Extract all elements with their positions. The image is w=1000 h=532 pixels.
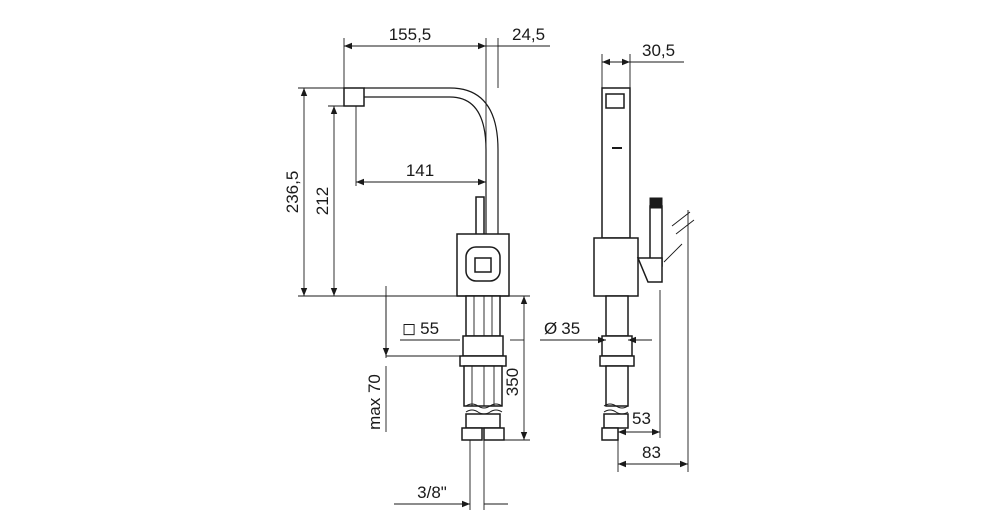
side-body (593, 237, 639, 297)
side-connector (603, 413, 629, 429)
dim-max-deck: max 70 (365, 374, 384, 430)
side-spout (601, 87, 631, 239)
dim-overall-depth: 83 (642, 443, 661, 462)
hose-nut-right (483, 427, 505, 441)
dim-hose-offset: 53 (632, 409, 651, 428)
dim-spout-offset: 24,5 (512, 25, 545, 44)
lever-motion-lines (671, 211, 695, 235)
side-lever-base (636, 257, 663, 283)
dim-outlet-reach: 141 (406, 161, 434, 180)
side-washer (599, 355, 635, 367)
side-sleeve (605, 365, 629, 407)
body-cartridge-square (474, 257, 492, 273)
side-shank (605, 295, 629, 337)
side-lever-tip (649, 197, 663, 209)
mounting-shank (465, 295, 501, 337)
hose-connector (465, 413, 501, 429)
hose-nut-left (461, 427, 483, 441)
side-nut-bottom (601, 427, 619, 441)
side-lever (649, 205, 663, 267)
mounting-washer (459, 355, 507, 367)
dim-thread: 3/8" (417, 483, 447, 502)
mounting-nut (462, 335, 504, 357)
side-spout-cap (605, 93, 625, 109)
spout-outlet (343, 87, 365, 107)
dim-body-depth: 30,5 (642, 41, 675, 60)
mounting-sleeve (463, 365, 503, 407)
side-view (593, 87, 695, 441)
dim-square-base: ◻55 (402, 319, 439, 338)
break-line-upper (465, 403, 503, 409)
dim-outlet-height: 212 (313, 187, 332, 215)
dimensions-front: 155,5 24,5 141 236,5 212 ◻55 max 70 350 (283, 25, 550, 510)
dim-total-height: 236,5 (283, 171, 302, 214)
dim-hose-length: 350 (503, 368, 522, 396)
side-nut (601, 335, 633, 357)
front-view (343, 87, 510, 441)
dim-spout-reach: 155,5 (389, 25, 432, 44)
